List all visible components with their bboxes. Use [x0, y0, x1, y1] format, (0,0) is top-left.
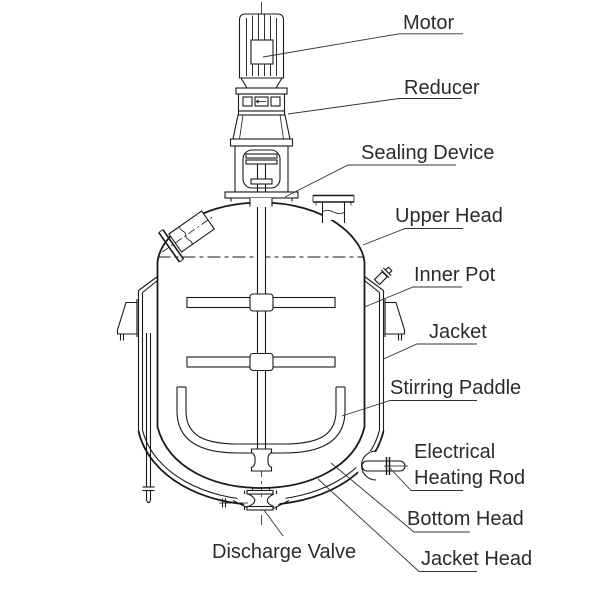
inner-pot-label: Inner Pot	[414, 264, 496, 286]
jacket-head-label: Jacket Head	[421, 548, 532, 570]
upper-head-callout: Upper Head	[362, 205, 503, 246]
shaft-seal-details	[224, 153, 299, 207]
discharge-valve-assembly	[219, 487, 290, 511]
electrical-heating-rod	[356, 450, 408, 481]
motor-label: Motor	[403, 12, 454, 34]
lantern-window	[242, 149, 281, 189]
valve-body-left	[247, 493, 256, 508]
jacket-slope-right-inner	[364, 280, 380, 293]
jacket-slope-right-outer	[364, 276, 384, 291]
motor-leader-line	[262, 33, 463, 58]
reducer-callout: Reducer	[287, 77, 480, 115]
bottom-head-callout: Bottom Head	[330, 462, 524, 533]
jacket-wall	[137, 290, 385, 432]
reducer-drawing	[235, 87, 288, 116]
gland-flange	[250, 178, 273, 185]
reducer-top-plate	[235, 87, 288, 95]
thermowell-fitting	[373, 266, 393, 286]
stirring-paddle-label: Stirring Paddle	[390, 377, 521, 399]
manway-centerline	[161, 215, 215, 253]
inner-pot-leader-line	[364, 286, 462, 308]
drain-pipe	[142, 333, 155, 504]
bottom-head-label: Bottom Head	[407, 508, 524, 530]
support-lug-right	[384, 299, 406, 341]
jacket-slope-left-inner	[142, 280, 158, 293]
support-lug-left	[116, 299, 138, 341]
sealing-device-leader-line	[284, 164, 456, 198]
bottom-head-leader-line	[330, 462, 470, 533]
inner-pot-callout: Inner Pot	[364, 264, 496, 308]
stirring-paddle-callout: Stirring Paddle	[341, 377, 521, 417]
jacket-leader-line	[383, 343, 477, 360]
jacket-callout: Jacket	[383, 321, 487, 360]
manway-nozzle	[158, 210, 216, 263]
heating-rod-label-line1: Electrical	[414, 441, 495, 463]
reducer-bottom-band	[237, 110, 286, 116]
stirring-paddle-leader-line	[341, 400, 477, 417]
pipe-break-line	[322, 209, 345, 215]
jacket-head-callout: Jacket Head	[317, 478, 532, 572]
callouts: Motor Reducer Sealing Device Upper Head …	[212, 12, 532, 572]
reducer-label: Reducer	[404, 77, 480, 99]
discharge-valve-callout: Discharge Valve	[212, 509, 356, 563]
upper-head-leader-line	[362, 228, 463, 246]
stirring-paddles	[176, 293, 346, 472]
coupling-flange-upper	[245, 153, 278, 159]
heating-rod-label-line2: Heating Rod	[414, 467, 525, 489]
electrical-heating-rod-callout: Electrical Heating Rod	[388, 441, 525, 491]
shaft-bottom-hub	[250, 448, 273, 472]
coupling-flange-lower	[245, 159, 278, 165]
heating-rod-leader-line	[388, 466, 463, 491]
reducer-leader-line	[287, 98, 462, 115]
jacket-label: Jacket	[429, 321, 487, 343]
stand-base-plate	[229, 138, 294, 147]
manway-flange-line2	[158, 232, 181, 263]
valve-body-right	[266, 493, 275, 508]
motor-taper	[240, 77, 283, 89]
paddle-hub-upper	[249, 293, 274, 312]
motor-callout: Motor	[262, 12, 463, 58]
discharge-cone-left	[232, 500, 250, 509]
bottom-head-dish	[156, 426, 366, 489]
upper-head-label: Upper Head	[395, 205, 503, 227]
jacket-slope-left-outer	[138, 276, 158, 291]
motor-drawing	[238, 13, 285, 89]
discharge-valve-leader-line	[263, 509, 284, 537]
arrow-mark	[255, 99, 259, 104]
sealing-device-label: Sealing Device	[361, 142, 494, 164]
paddle-hub-lower	[249, 352, 274, 372]
jacket-head-leader-line	[317, 478, 477, 572]
manway-flange-line	[162, 229, 185, 260]
top-nozzle	[312, 194, 355, 223]
discharge-valve-label: Discharge Valve	[212, 541, 356, 563]
sealing-device-callout: Sealing Device	[284, 142, 494, 198]
motor-junction-box	[250, 39, 274, 65]
seal-base-flange	[224, 191, 299, 199]
